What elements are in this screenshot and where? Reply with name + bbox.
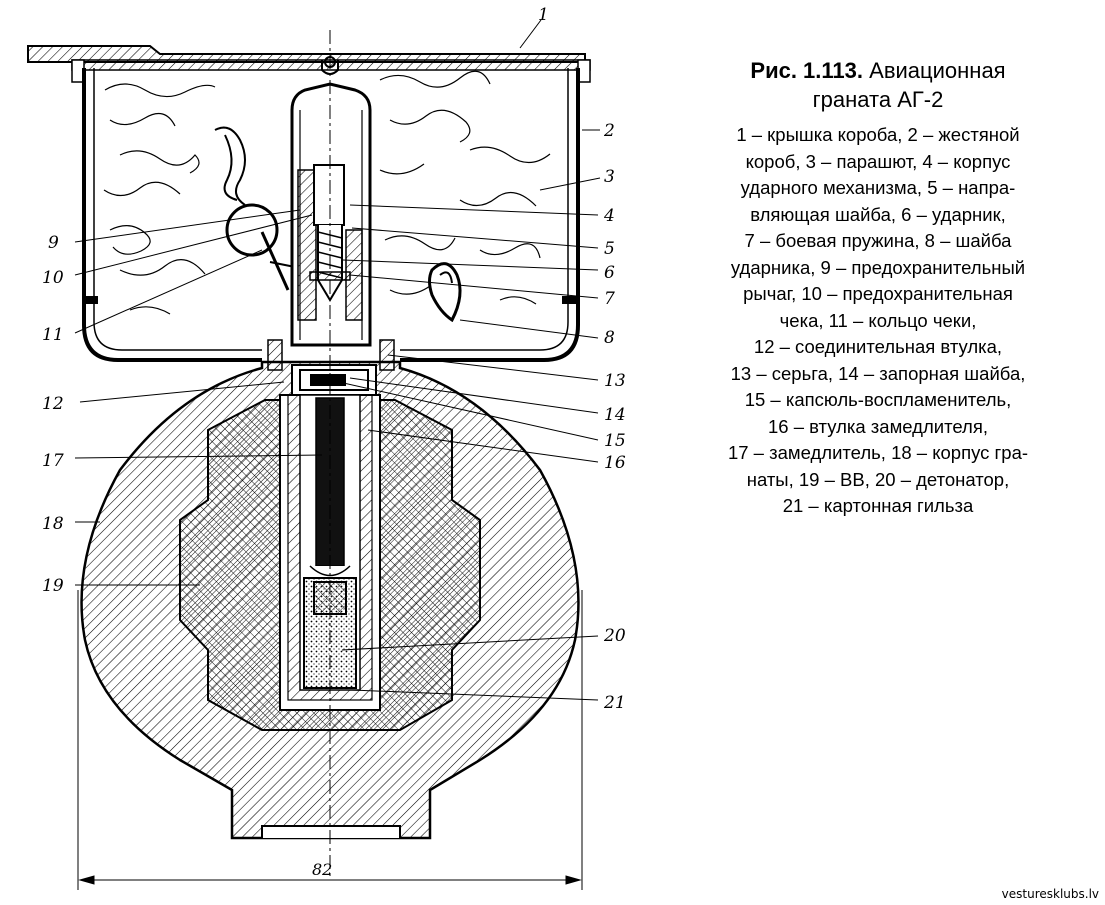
label-3: 3 bbox=[604, 167, 615, 187]
legend-line: рычаг, 10 – предохранительная bbox=[743, 283, 1013, 304]
figure-caption: Рис. 1.113. Авиационная граната АГ-2 1 –… bbox=[668, 56, 1088, 520]
label-8: 8 bbox=[604, 328, 615, 348]
box-lid bbox=[27, 45, 591, 83]
label-21: 21 bbox=[603, 693, 626, 713]
legend-line: 16 – втулка замедлителя, bbox=[767, 415, 988, 437]
label-7: 7 bbox=[604, 289, 615, 309]
legend-line: 1 – крышка короба, 2 – жестяной bbox=[736, 124, 1020, 145]
watermark: vesturesklubs.lv bbox=[1001, 887, 1099, 901]
safety-lever-and-pin bbox=[214, 126, 462, 323]
label-4: 4 bbox=[603, 206, 615, 226]
label-12: 12 bbox=[42, 394, 64, 414]
figure-number: Рис. 1.113. bbox=[750, 58, 864, 83]
figure-title: Рис. 1.113. Авиационная граната АГ-2 bbox=[668, 56, 1088, 114]
label-2: 2 bbox=[603, 121, 615, 141]
leader-lines bbox=[74, 19, 601, 701]
delay-assembly bbox=[279, 394, 381, 711]
legend-line: ударника, 9 – предохранительный bbox=[730, 256, 1026, 278]
legend-line: короб, 3 – парашют, 4 – корпус bbox=[745, 150, 1011, 172]
figure-title-line2: граната АГ-2 bbox=[812, 87, 944, 112]
tin-box bbox=[82, 68, 580, 362]
legend-line: вляющая шайба, 6 – ударник, bbox=[750, 203, 1006, 225]
label-13: 13 bbox=[604, 371, 626, 391]
legend-line: чека, 11 – кольцо чеки, bbox=[779, 309, 977, 331]
label-19: 19 bbox=[42, 576, 64, 596]
label-16: 16 bbox=[604, 453, 626, 473]
label-11: 11 bbox=[42, 325, 64, 345]
label-5: 5 bbox=[604, 239, 615, 259]
legend-line: наты, 19 – ВВ, 20 – детонатор, bbox=[746, 468, 1010, 490]
figure-title-line1: Авиационная bbox=[869, 58, 1006, 83]
part-numbers: 1 2 3 4 5 6 7 8 9 10 11 12 13 14 15 16 1… bbox=[42, 5, 626, 713]
legend-line: 7 – боевая пружина, 8 – шайба bbox=[744, 230, 1012, 251]
legend-line: ударного механизма, 5 – напра- bbox=[740, 177, 1016, 198]
label-15: 15 bbox=[604, 431, 626, 451]
label-17: 17 bbox=[42, 451, 64, 471]
legend-line: 15 – капсюль-воспламенитель, bbox=[744, 389, 1012, 410]
striker-housing bbox=[267, 56, 395, 371]
legend-line: 13 – серьга, 14 – запорная шайба, bbox=[730, 362, 1026, 384]
label-6: 6 bbox=[604, 263, 615, 283]
legend-line: 17 – замедлитель, 18 – корпус гра- bbox=[727, 442, 1029, 463]
label-20: 20 bbox=[603, 626, 626, 646]
parts-legend: 1 – крышка короба, 2 – жестяной короб, 3… bbox=[668, 122, 1088, 520]
label-18: 18 bbox=[42, 514, 64, 534]
label-9: 9 bbox=[48, 233, 59, 253]
label-10: 10 bbox=[42, 268, 64, 288]
legend-line: 12 – соединительная втулка, bbox=[753, 336, 1003, 357]
label-14: 14 bbox=[604, 405, 626, 425]
label-1: 1 bbox=[538, 5, 549, 25]
legend-line: 21 – картонная гильза bbox=[782, 495, 974, 516]
width-dimension bbox=[77, 590, 583, 890]
dimension-label: 82 bbox=[312, 860, 332, 879]
parachute bbox=[103, 70, 551, 315]
